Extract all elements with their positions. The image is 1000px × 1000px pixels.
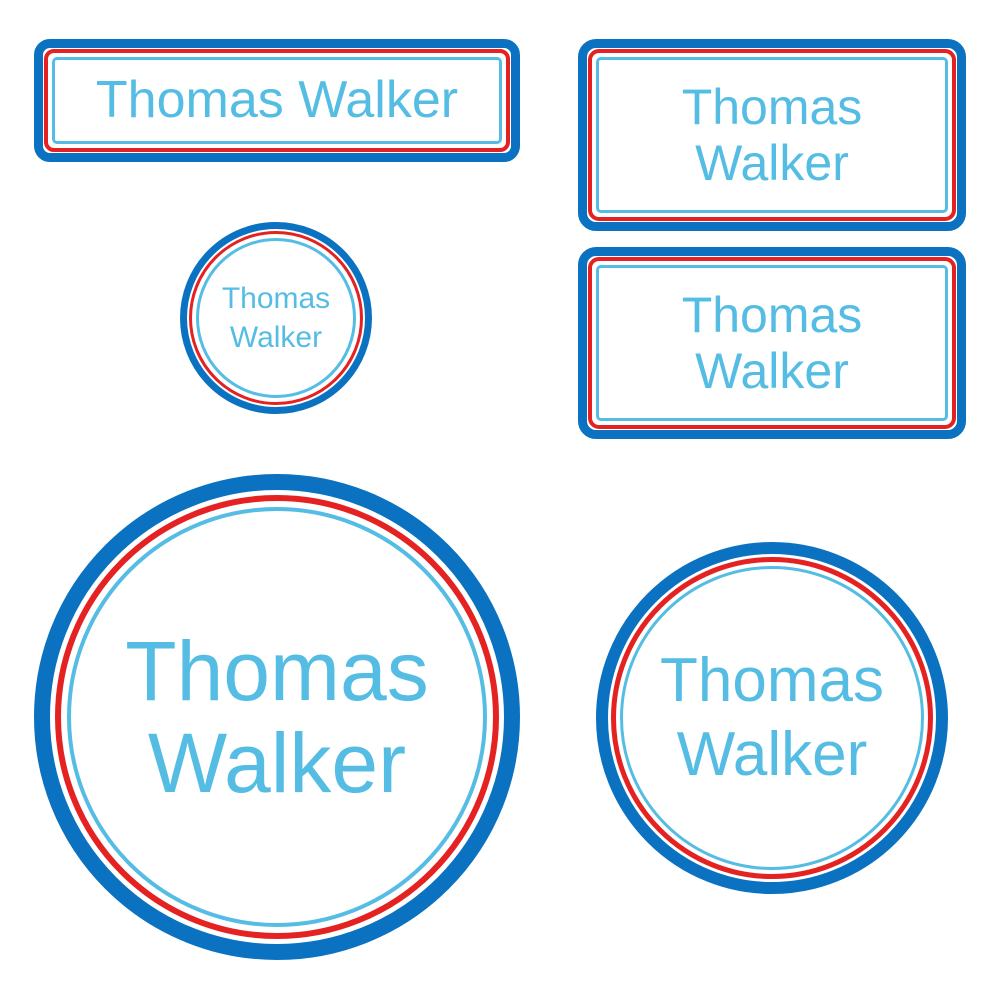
first-name: Thomas (681, 287, 863, 343)
name-label-small-circle: Thomas Walker (180, 222, 372, 414)
last-name: Walker (695, 135, 849, 191)
last-name: Walker (676, 720, 868, 789)
first-name: Thomas (681, 79, 863, 135)
name-text: Thomas Walker (187, 229, 365, 407)
name-text: Thomas Walker (587, 48, 957, 222)
name-label-large-circle: Thomas Walker (34, 474, 520, 960)
first-name: Thomas (95, 71, 284, 130)
name-text: Thomas Walker (608, 554, 936, 882)
name-label-medium-circle: Thomas Walker (596, 542, 948, 894)
last-name: Walker (147, 716, 407, 810)
first-name: Thomas (125, 623, 429, 718)
first-name: Thomas (660, 645, 884, 715)
name-text: Thomas Walker (43, 48, 511, 153)
first-name: Thomas (221, 282, 331, 315)
name-text: Thomas Walker (50, 490, 504, 944)
last-name: Walker (298, 71, 459, 130)
name-text: Thomas Walker (587, 256, 957, 430)
name-label-rectangle-top: Thomas Walker (578, 39, 966, 231)
last-name: Walker (229, 321, 323, 354)
last-name: Walker (695, 343, 849, 399)
name-label-rectangle-middle: Thomas Walker (578, 247, 966, 439)
name-label-wide-rectangle: Thomas Walker (34, 39, 520, 162)
